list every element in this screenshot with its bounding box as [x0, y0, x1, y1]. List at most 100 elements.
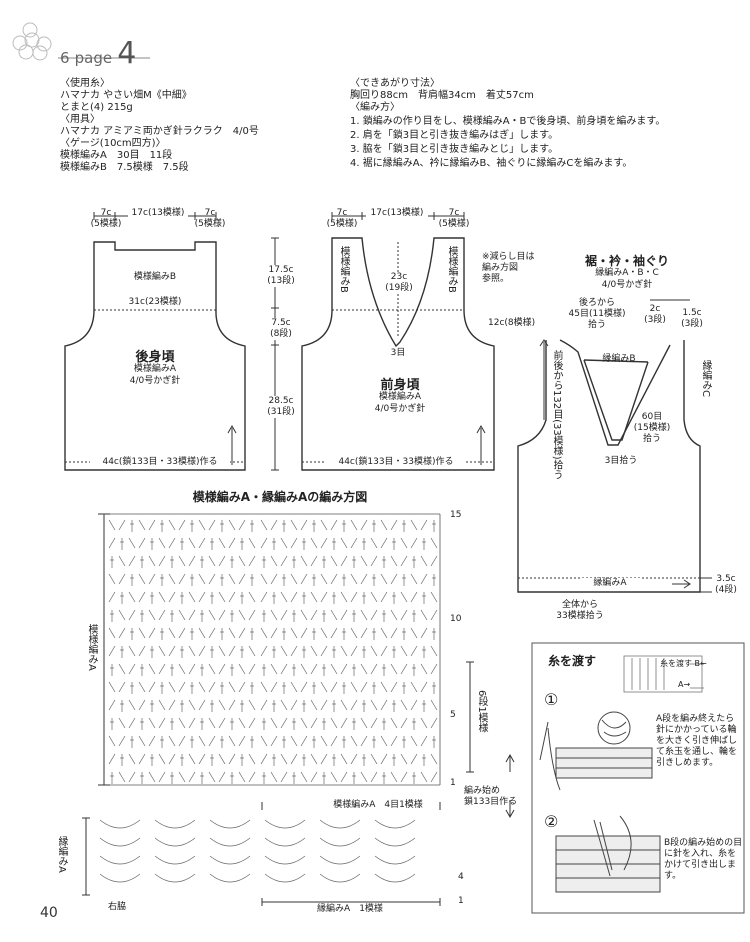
- stitch-mark: [380, 735, 388, 747]
- stitch-mark: [290, 681, 298, 693]
- stitch-mark: [228, 735, 236, 747]
- back-dim-right: 7c (5模様): [194, 208, 226, 229]
- stitch-mark: [330, 663, 338, 675]
- edging-stitch-arc: [264, 855, 306, 865]
- front-dim-right: 7c (5模様): [438, 208, 470, 229]
- stitch-mark: [148, 573, 156, 585]
- height-1: 17.5c (13段): [262, 265, 300, 287]
- edging-stitch-arc: [209, 855, 251, 865]
- stitch-mark: [188, 753, 196, 765]
- chart-row-1: 1: [450, 778, 456, 788]
- chart-row-10: 10: [450, 614, 462, 624]
- stitch-mark: [108, 735, 116, 747]
- stitch-mark: [228, 753, 236, 765]
- stitch-mark: [380, 591, 388, 603]
- edging-15c-rows: (3段): [681, 319, 703, 329]
- stitch-mark: [108, 591, 116, 603]
- stitch-mark: [280, 717, 288, 729]
- inset-title: 糸を渡す: [548, 654, 597, 668]
- front-bottom: 44c(鎖133目・33模様)作る: [326, 457, 466, 468]
- stitch-mark: [400, 645, 408, 657]
- stitch-mark: [218, 771, 226, 783]
- stitch-mark: [310, 645, 318, 657]
- stitch-mark: [300, 573, 308, 585]
- stitch-mark: [248, 609, 256, 621]
- stitch-mark: [208, 663, 216, 675]
- stitch-mark: [280, 591, 288, 603]
- stitch-mark: [360, 555, 368, 567]
- stitch-mark: [290, 519, 298, 531]
- stitch-mark: [270, 519, 278, 531]
- stitch-mark: [138, 591, 146, 603]
- stitch-mark: [280, 645, 288, 657]
- stitch-mark: [270, 627, 278, 639]
- stitch-mark: [238, 681, 246, 693]
- stitch-mark: [330, 735, 338, 747]
- chart-repeat-label: 6段1模様: [476, 690, 487, 733]
- stitch-mark: [400, 753, 408, 765]
- stitch-mark: [350, 627, 358, 639]
- stitch-mark: [138, 699, 146, 711]
- stitch-mark: [188, 609, 196, 621]
- stitch-mark: [188, 645, 196, 657]
- stitch-mark: [290, 735, 298, 747]
- stitch-mark: [390, 627, 398, 639]
- stitch-mark: [208, 555, 216, 567]
- stitch-mark: [310, 753, 318, 765]
- stitch-mark: [128, 771, 136, 783]
- edging-stitch-arc: [264, 837, 306, 847]
- materials-yarn-label: 〈使用糸〉: [60, 78, 110, 89]
- edging-pick3: 3目拾う: [604, 456, 638, 466]
- stitch-mark: [148, 519, 156, 531]
- stitch-mark: [290, 645, 298, 657]
- front-neck: 23c (19段): [384, 272, 414, 294]
- stitch-mark: [138, 681, 146, 693]
- stitch-mark: [168, 573, 176, 585]
- stitch-mark: [410, 627, 418, 639]
- stitch-mark: [340, 717, 348, 729]
- stitch-mark: [340, 753, 348, 765]
- stitch-mark: [390, 717, 398, 729]
- stitch-mark: [370, 717, 378, 729]
- back-hook: 4/0号かぎ針: [129, 376, 181, 386]
- stitch-mark: [270, 717, 278, 729]
- stitch-mark: [420, 735, 428, 747]
- page-label: page: [74, 49, 113, 67]
- method-step-2: 2. 肩を「鎖3目と引き抜き編みはぎ」します。: [350, 130, 559, 141]
- stitch-mark: [188, 717, 196, 729]
- materials-gauge-label: 〈ゲージ(10cm四方)〉: [60, 138, 166, 149]
- stitch-mark: [320, 519, 328, 531]
- stitch-mark: [228, 645, 236, 657]
- stitch-mark: [118, 555, 126, 567]
- edging-stitch-arc: [99, 855, 141, 865]
- stitch-mark: [350, 681, 358, 693]
- stitch-mark: [108, 573, 116, 585]
- stitch-mark: [280, 609, 288, 621]
- stitch-mark: [208, 609, 216, 621]
- back-width-31: 31c(23模様): [110, 297, 200, 308]
- front-body-outline: [301, 237, 495, 471]
- stitch-mark: [330, 573, 338, 585]
- stitch-mark: [118, 771, 126, 783]
- edging-35c: 3.5c (4段): [708, 574, 744, 596]
- stitch-mark: [290, 699, 298, 711]
- stitch-mark: [380, 519, 388, 531]
- edging-stitch-arc: [154, 837, 196, 847]
- stitch-mark: [208, 771, 216, 783]
- stitch-mark: [380, 753, 388, 765]
- method-step-1: 1. 鎖編みの作り目をし、模様編みA・Bで後身頃、前身頃を編みます。: [350, 116, 666, 127]
- stitch-mark: [420, 519, 428, 531]
- stitch-mark: [168, 591, 176, 603]
- stitch-mark: [168, 645, 176, 657]
- stitch-mark: [178, 609, 186, 621]
- stitch-mark: [238, 519, 246, 531]
- illustration-step2: [555, 815, 661, 893]
- stitch-mark: [218, 609, 226, 621]
- stitch-mark: [138, 735, 146, 747]
- stitch-mark: [320, 627, 328, 639]
- inset-legend-b: 糸を渡す B←: [660, 659, 707, 668]
- materials-yarn-color: とまと(4) 215g: [60, 102, 133, 113]
- decrease-width: 12c(8模様): [488, 318, 536, 328]
- stitch-mark: [330, 681, 338, 693]
- stitch-mark: [360, 627, 368, 639]
